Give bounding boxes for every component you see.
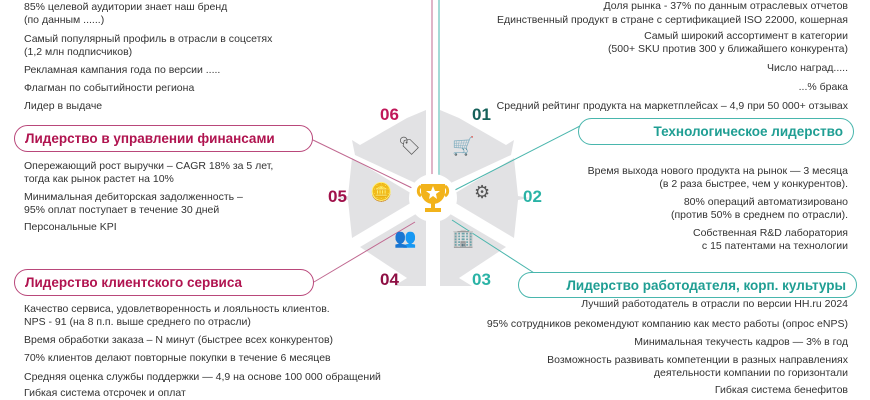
- list-item: 70% клиентов делают повторные покупки в …: [24, 352, 331, 364]
- list-item: Возможность развивать компетенции в разн…: [547, 354, 848, 379]
- office-building-icon: 🏢: [452, 228, 475, 248]
- coins-ruble-icon: 🪙: [370, 182, 393, 202]
- list-item: Самый популярный профиль в отрасли в соц…: [24, 33, 273, 58]
- number-01: 01: [472, 105, 491, 124]
- price-tag-icon: 🏷: [398, 136, 421, 156]
- list-item: Средняя оценка службы поддержки — 4,9 на…: [24, 371, 381, 383]
- connector-03: [451, 219, 546, 281]
- list-item: Доля рынка - 37% по данным отраслевых от…: [603, 0, 848, 12]
- list-item: Лидер в выдаче: [24, 100, 103, 112]
- sector-05: [336, 158, 419, 238]
- list-item: Лучший работодатель в отрасли по версии …: [581, 298, 848, 310]
- section-title-service: Лидерство клиентского сервиса: [14, 269, 314, 296]
- number-06: 06: [380, 105, 399, 124]
- section-title-tech: Технологическое лидерство: [578, 118, 854, 145]
- list-item: Минимальная текучесть кадров — 3% в год: [634, 336, 848, 348]
- shopping-cart-icon: 🛒: [452, 136, 475, 156]
- gears-icon: ⚙: [474, 182, 491, 202]
- sector-03: [440, 208, 506, 286]
- sector-01: [440, 110, 514, 188]
- hex-sectors: [336, 110, 530, 286]
- list-item: Число наград.....: [767, 62, 848, 74]
- list-item: Время обработки заказа – N минут (быстре…: [24, 334, 334, 346]
- list-item: Минимальная дебиторская задолженность – …: [24, 191, 243, 216]
- connector-05: [312, 139, 413, 189]
- list-item: Единственный продукт в стране с сертифик…: [496, 14, 848, 26]
- list-item: Собственная R&D лаборатория с 15 патента…: [693, 227, 848, 252]
- number-05: 05: [328, 187, 347, 206]
- list-item: 80% операций автоматизировано (против 50…: [670, 196, 848, 221]
- section-title-employer: Лидерство работодателя, корп. культуры: [518, 272, 857, 298]
- list-item: Гибкая система отсрочек и оплат: [24, 387, 186, 399]
- connector-02: [454, 125, 581, 191]
- number-02: 02: [523, 187, 542, 206]
- list-item: Опережающий рост выручки – CAGR 18% за 5…: [24, 160, 274, 185]
- list-item: Время выхода нового продукта на рынок — …: [587, 165, 848, 190]
- sector-04: [360, 208, 426, 286]
- number-04: 04: [380, 270, 399, 289]
- list-item: Качество сервиса, удовлетворенность и ло…: [24, 303, 330, 328]
- people-group-icon: 👥: [394, 228, 417, 248]
- list-item: Флагман по событийности региона: [24, 82, 195, 94]
- number-03: 03: [472, 270, 491, 289]
- list-item: 85% целевой аудитории знает наш бренд (п…: [24, 1, 228, 26]
- list-item: Средний рейтинг продукта на маркетплейса…: [496, 100, 848, 112]
- list-item: Самый широкий ассортимент в категории (5…: [607, 30, 848, 55]
- list-item: ...% брака: [798, 81, 848, 93]
- list-item: Гибкая система бенефитов: [714, 384, 848, 396]
- list-item: Персональные KPI: [24, 221, 117, 233]
- trophy-icon: [416, 184, 450, 212]
- sector-02: [447, 158, 530, 238]
- list-item: Рекламная кампания года по версии .....: [24, 64, 221, 76]
- list-item: 95% сотрудников рекомендуют компанию как…: [486, 318, 848, 330]
- sector-06: [352, 110, 426, 188]
- section-title-finance: Лидерство в управлении финансами: [14, 125, 313, 152]
- connector-04: [313, 221, 416, 283]
